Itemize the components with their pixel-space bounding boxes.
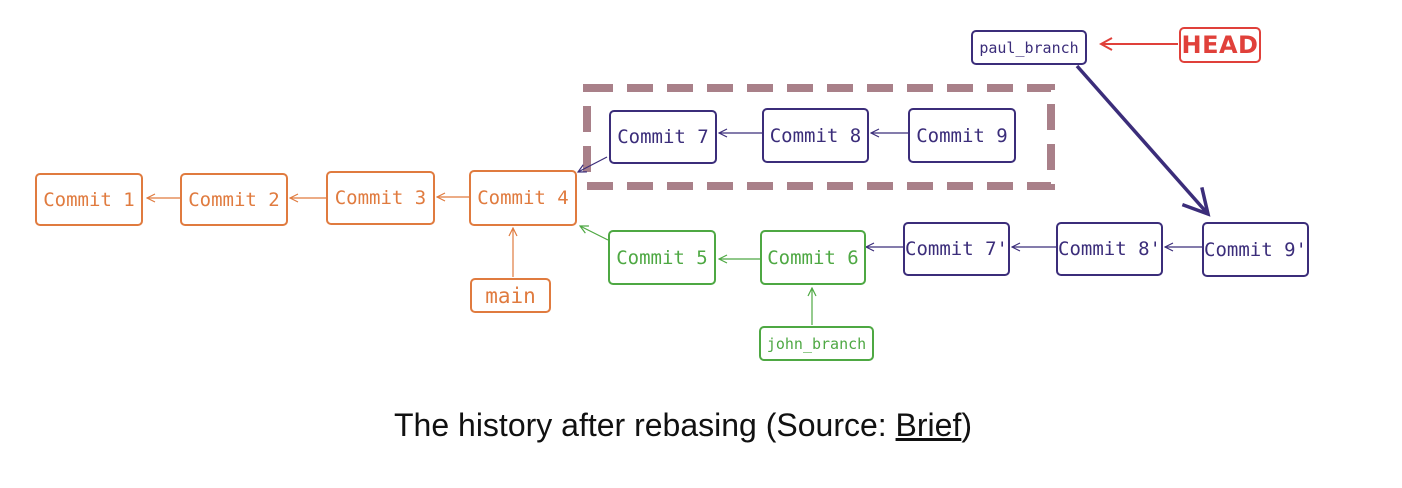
head-label: HEAD [1179, 27, 1261, 63]
paul-branch-label: paul_branch [971, 30, 1087, 65]
figure-caption: The history after rebasing (Source: Brie… [0, 407, 1366, 444]
commit-6: Commit 6 [760, 230, 866, 285]
commit-8: Commit 8 [762, 108, 869, 163]
commit-4: Commit 4 [469, 170, 577, 226]
commit-8-prime: Commit 8' [1056, 222, 1163, 276]
edge-c5-c4 [580, 226, 609, 241]
commit-7-prime: Commit 7' [903, 222, 1010, 276]
main-branch-label: main [470, 278, 551, 313]
commit-5: Commit 5 [608, 230, 716, 285]
git-history-diagram: Commit 1 Commit 2 Commit 3 Commit 4 main… [0, 0, 1309, 361]
commit-2: Commit 2 [180, 173, 288, 226]
caption-source-link[interactable]: Brief [895, 407, 962, 443]
caption-text: The history after rebasing (Source: [393, 407, 896, 443]
commit-1: Commit 1 [35, 173, 143, 226]
diagram-connectors [0, 0, 1211, 325]
edge-c7-c4 [578, 156, 608, 172]
commit-9: Commit 9 [908, 108, 1016, 163]
commit-3: Commit 3 [326, 171, 435, 225]
commit-9-prime: Commit 9' [1202, 222, 1309, 277]
caption-suffix: ) [961, 407, 972, 443]
edge-paul-c9p [1075, 64, 1211, 217]
commit-7: Commit 7 [609, 110, 717, 164]
john-branch-label: john_branch [759, 326, 874, 361]
